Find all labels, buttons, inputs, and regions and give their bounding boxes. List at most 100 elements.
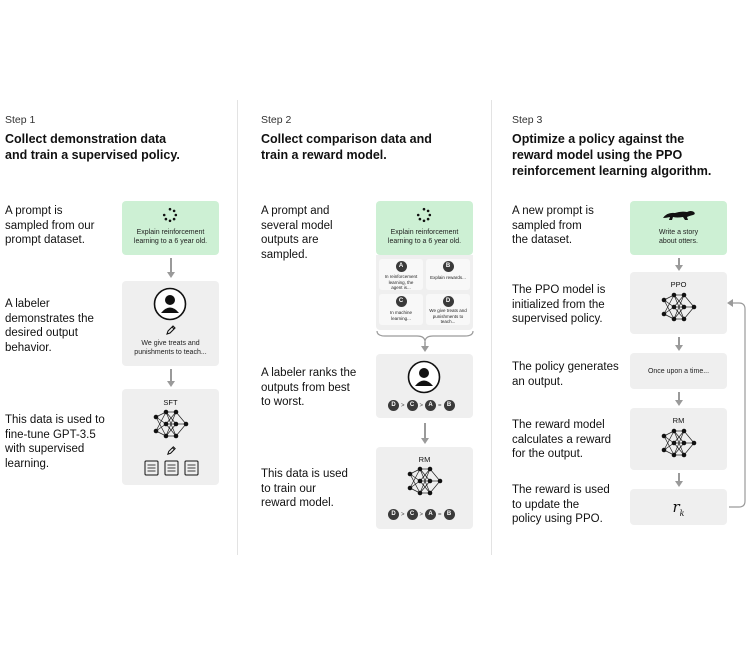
step3-arrow-1-head — [675, 265, 683, 271]
step1-arrow-2-head — [167, 381, 175, 387]
nn-node — [183, 421, 189, 427]
rank-badge-4: B — [443, 509, 455, 520]
nn-edge — [673, 306, 685, 320]
nn-node — [681, 452, 687, 458]
ppo-label: PPO — [670, 280, 687, 289]
rank-badge-1: D — [388, 400, 399, 411]
nn-node — [427, 466, 433, 472]
nn-edge — [419, 468, 431, 494]
neural-network-icon — [661, 428, 697, 458]
rank-badge-4: B — [443, 400, 455, 411]
column-divider-1 — [237, 100, 238, 555]
nn-edge — [673, 442, 685, 456]
ranking-row-2: D> C> A= B — [388, 509, 455, 520]
nn-edge — [165, 411, 177, 437]
nn-edge — [673, 430, 685, 456]
nn-node — [427, 490, 433, 496]
step2-arrow-2 — [424, 423, 426, 438]
nn-node — [661, 433, 667, 439]
nn-node — [173, 421, 179, 427]
nn-edge — [419, 468, 431, 482]
nn-node — [661, 447, 667, 453]
step3-rm-box: RM — [630, 408, 727, 470]
nn-edge — [409, 473, 421, 494]
step1-title: Collect demonstration data and train a s… — [5, 132, 180, 162]
nn-edge — [683, 430, 695, 444]
neural-network-icon — [153, 409, 189, 439]
step1-label: Step 1 — [5, 114, 36, 126]
nn-node — [671, 428, 677, 434]
nn-node — [661, 311, 667, 317]
rank-badge-3: A — [425, 400, 437, 411]
step3-reward-box: rk — [630, 489, 727, 525]
step2-rm-box: RM D> C> A= B — [376, 447, 473, 529]
step3-arrow-2-head — [675, 345, 683, 351]
nn-node — [153, 428, 159, 434]
nn-node — [173, 433, 179, 439]
nn-node — [163, 433, 169, 439]
nn-node — [427, 478, 433, 484]
step1-arrow-2 — [170, 369, 172, 381]
nn-edge — [683, 306, 695, 320]
output-badge-d: D — [442, 296, 454, 307]
step3-output-box: Once upon a time... — [630, 353, 727, 389]
step3-arrow-2 — [678, 337, 680, 346]
neural-network-icon — [407, 466, 443, 496]
recycle-icon — [162, 207, 178, 223]
nn-node — [691, 440, 697, 446]
person-icon — [407, 360, 441, 394]
step3-ppo-box: PPO — [630, 272, 727, 334]
nn-node — [153, 414, 159, 420]
nn-node — [681, 428, 687, 434]
nn-node — [671, 316, 677, 322]
step2-bracket — [376, 330, 474, 352]
rm-label-step2: RM — [418, 455, 431, 464]
step3-output-text: Once upon a time... — [647, 368, 710, 375]
nn-node — [681, 316, 687, 322]
nn-edge — [175, 411, 187, 425]
nn-node — [417, 490, 423, 496]
step3-arrow-1 — [678, 258, 680, 266]
step2-title: Collect comparison data and train a rewa… — [261, 132, 432, 162]
nn-node — [417, 478, 423, 484]
step3-arrow-3-head — [675, 400, 683, 406]
nn-edge — [663, 430, 675, 451]
rank-badge-3: A — [425, 509, 437, 520]
nn-node — [671, 440, 677, 446]
nn-node — [661, 297, 667, 303]
step3-arrow-3 — [678, 392, 680, 401]
step3-title: Optimize a policy against the reward mod… — [512, 132, 712, 178]
rm-label-step3: RM — [672, 416, 685, 425]
nn-edge — [155, 411, 167, 432]
nn-edge — [683, 442, 695, 456]
nn-edge — [663, 435, 675, 456]
nn-node — [163, 421, 169, 427]
otter-icon — [663, 211, 695, 220]
nn-edge — [429, 480, 441, 494]
feedback-loop-arrow — [727, 299, 746, 508]
nn-edge — [409, 468, 421, 489]
pencil-icon — [167, 446, 176, 455]
output-badge-c: C — [395, 296, 407, 307]
neural-network-icon — [661, 292, 697, 322]
nn-edge — [155, 416, 167, 437]
nn-edge — [165, 423, 177, 437]
nn-node — [681, 304, 687, 310]
